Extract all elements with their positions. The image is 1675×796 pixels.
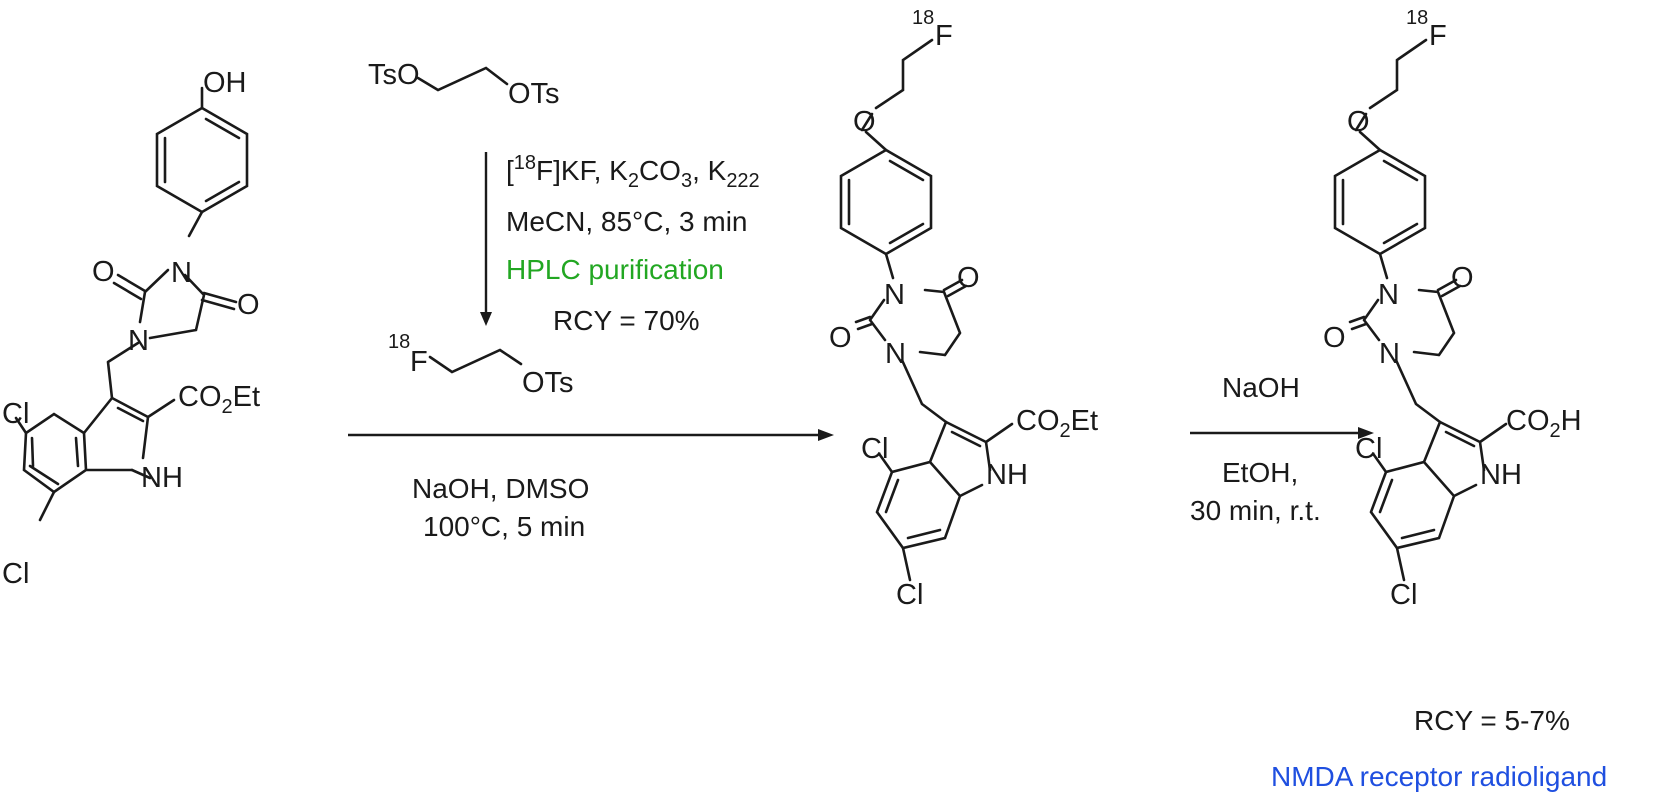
int-pyrrole-ring xyxy=(928,420,992,498)
int-o-left-label: O xyxy=(829,322,852,354)
prod-cl-top-label: Cl xyxy=(1355,433,1382,465)
prod-co2h-label: CO2H xyxy=(1506,405,1582,442)
int-benzo-inner xyxy=(884,478,942,540)
arrow-step3-horizontal xyxy=(1190,427,1374,439)
prod-n1-label: N xyxy=(1378,279,1399,311)
int-co2et-label: CO2Et xyxy=(1016,405,1098,442)
prod-f18-isotope: 18 xyxy=(1406,7,1428,29)
ditosylate-reagent xyxy=(416,66,509,92)
int-carbonyl-left xyxy=(854,315,874,331)
prod-phenyl-inner xyxy=(1341,159,1419,245)
sm-ch2-linker xyxy=(106,341,140,400)
ots-label-top: OTs xyxy=(508,78,560,110)
sm-co2et-label: CO2Et xyxy=(178,381,260,418)
tso-label: TsO xyxy=(368,59,420,91)
int-fluoroethyl-chain xyxy=(860,38,934,132)
sm-o-right-label: O xyxy=(237,289,260,321)
step2-reagents: NaOH, DMSO xyxy=(412,473,589,504)
product-caption: NMDA receptor radioligand xyxy=(1271,761,1607,792)
sm-cl-bottom-label: Cl xyxy=(2,558,29,590)
ots-label-bottom: OTs xyxy=(522,367,574,399)
int-f18-isotope: 18 xyxy=(912,7,934,29)
int-n2-label: N xyxy=(885,338,906,370)
sm-carbonyl-right xyxy=(200,291,238,311)
int-cl-bottom-label: Cl xyxy=(896,579,923,611)
prod-benzo-inner xyxy=(1378,478,1436,540)
prod-phenyl-ring xyxy=(1333,148,1427,256)
fluoroethyl-tosylate-reagent xyxy=(428,348,523,374)
sm-o-left-label: O xyxy=(92,256,115,288)
prod-cl-bottom-label: Cl xyxy=(1390,579,1417,611)
step3-solvent: EtOH, xyxy=(1222,457,1298,488)
int-carbonyl-right xyxy=(942,278,968,298)
ditosylate-chain xyxy=(416,66,509,92)
sm-nh-label: NH xyxy=(141,462,183,494)
int-pyrrole-double xyxy=(950,430,982,448)
int-o-ether-label: O xyxy=(853,106,876,138)
int-phenyl-ring xyxy=(839,148,933,256)
int-phenyl-inner xyxy=(847,159,925,245)
sm-ester-bond xyxy=(146,398,176,419)
f-reagent-label: F xyxy=(410,346,428,378)
step1-solvent-temp: MeCN, 85°C, 3 min xyxy=(506,206,748,237)
sm-bond-ring-n xyxy=(187,210,204,238)
int-ester-bond xyxy=(984,422,1014,444)
sm-n2-label: N xyxy=(128,325,149,357)
sm-benzo-inner xyxy=(28,436,80,486)
intermediate-ester xyxy=(839,38,1014,582)
prod-hydantoin-bonds xyxy=(1362,288,1456,357)
prod-o-right-label: O xyxy=(1451,262,1474,294)
int-nh-label: NH xyxy=(986,459,1028,491)
step3-time-temp: 30 min, r.t. xyxy=(1190,495,1321,526)
sm-cl-top-label: Cl xyxy=(2,398,29,430)
int-hydantoin-bonds xyxy=(868,288,962,357)
int-cl-top-label: Cl xyxy=(861,433,888,465)
sm-benzo-ring xyxy=(22,412,134,494)
int-o-to-ring xyxy=(864,130,888,152)
sm-phenyl-ring xyxy=(155,106,249,214)
sm-oh-label: OH xyxy=(203,67,247,99)
prod-acid-bond xyxy=(1478,422,1508,444)
prod-ring-to-n xyxy=(1378,252,1389,280)
prod-f-label: F xyxy=(1429,20,1447,52)
step1-reagents: [18F]KF, K2CO3, K222 xyxy=(506,152,760,192)
sm-carbonyl-left xyxy=(112,273,147,301)
fluoroethyl-tosylate-chain xyxy=(428,348,523,374)
prod-o-ether-label: O xyxy=(1347,106,1370,138)
prod-o-to-ring xyxy=(1358,130,1382,152)
prod-pyrrole-double xyxy=(1444,430,1476,448)
prod-ch2-linker xyxy=(1394,358,1442,424)
starting-material xyxy=(14,86,249,522)
int-n1-label: N xyxy=(884,279,905,311)
arrow-step1-vertical xyxy=(480,152,492,326)
prod-nh-label: NH xyxy=(1480,459,1522,491)
sm-hydantoin-bonds xyxy=(138,268,206,340)
step1-hplc-note: HPLC purification xyxy=(506,254,724,285)
step3-reagent: NaOH xyxy=(1222,372,1300,403)
prod-cl-bonds xyxy=(1372,453,1406,582)
sm-pyrrole-double xyxy=(116,406,145,423)
sm-phenyl-inner-bonds xyxy=(163,117,241,203)
sm-pyrrole-ring xyxy=(82,396,152,480)
int-ch2-linker xyxy=(900,358,948,424)
arrow-step2-horizontal xyxy=(348,429,834,441)
prod-n2-label: N xyxy=(1379,338,1400,370)
prod-carbonyl-right xyxy=(1436,278,1462,298)
f18-isotope-reagent: 18 xyxy=(388,331,410,353)
sm-n1-label: N xyxy=(171,257,192,289)
step2-temp-time: 100°C, 5 min xyxy=(423,511,585,542)
product-yield: RCY = 5-7% xyxy=(1414,705,1570,736)
int-f-label: F xyxy=(935,20,953,52)
product-acid xyxy=(1333,38,1508,582)
int-o-right-label: O xyxy=(957,262,980,294)
prod-carbonyl-left xyxy=(1348,315,1368,331)
prod-fluoroethyl-chain xyxy=(1354,38,1428,132)
sm-cl-bonds xyxy=(14,416,56,522)
int-ring-to-n xyxy=(884,252,895,280)
prod-pyrrole-ring xyxy=(1422,420,1486,498)
prod-o-left-label: O xyxy=(1323,322,1346,354)
step1-rcy: RCY = 70% xyxy=(553,305,700,336)
int-cl-bonds xyxy=(878,453,912,582)
